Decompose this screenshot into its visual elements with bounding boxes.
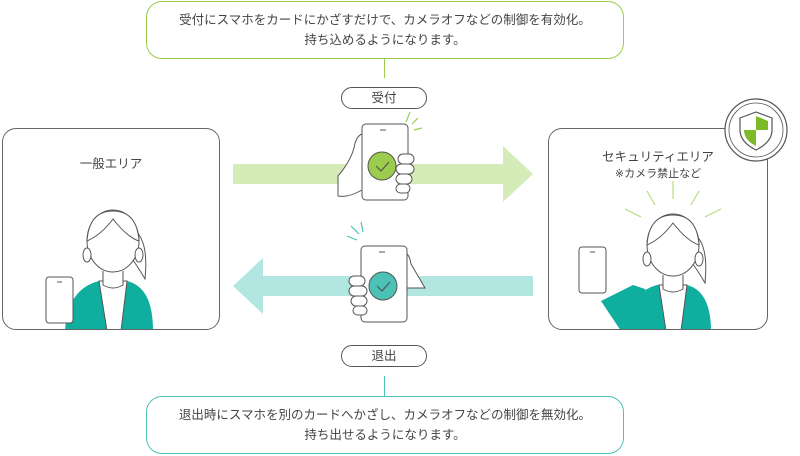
exit-label: 退出 — [341, 345, 427, 367]
security-area-panel: セキュリティエリア ※カメラ禁止など — [548, 128, 768, 330]
entry-label: 受付 — [341, 87, 427, 109]
entry-description-line2: 持ち込めるようになります。 — [304, 32, 466, 47]
exit-description-bubble: 退出時にスマホを別のカードへかざし、カメラオフなどの制御を無効化。 持ち出せるよ… — [146, 396, 624, 454]
security-area-title: セキュリティエリア — [602, 149, 714, 164]
entry-phone-illustration — [337, 111, 423, 201]
entry-description-bubble: 受付にスマホをカードにかざすだけで、カメラオフなどの制御を有効化。 持ち込めるよ… — [146, 1, 624, 59]
entry-description-line1: 受付にスマホをカードにかざすだけで、カメラオフなどの制御を有効化。 — [179, 12, 591, 27]
person-security-illustration — [578, 181, 722, 329]
alert-lines — [624, 181, 722, 218]
exit-description-line1: 退出時にスマホを別のカードへかざし、カメラオフなどの制御を無効化。 — [178, 407, 592, 422]
check-icon — [367, 151, 397, 181]
general-area-title: 一般エリア — [79, 156, 143, 171]
phone-icon — [45, 276, 74, 324]
general-area-panel: 一般エリア — [2, 128, 220, 330]
person-general-illustration — [45, 209, 153, 329]
exit-description-line2: 持ち出せるようになります。 — [304, 427, 466, 442]
check-icon — [368, 271, 398, 301]
shield-icon — [739, 111, 773, 151]
entry-connector-line — [384, 58, 385, 78]
security-badge — [724, 98, 788, 162]
exit-connector-line — [384, 376, 385, 397]
exit-phone-illustration — [346, 221, 426, 323]
phone-icon — [578, 246, 607, 294]
security-area-note: ※カメラ禁止など — [614, 167, 702, 180]
